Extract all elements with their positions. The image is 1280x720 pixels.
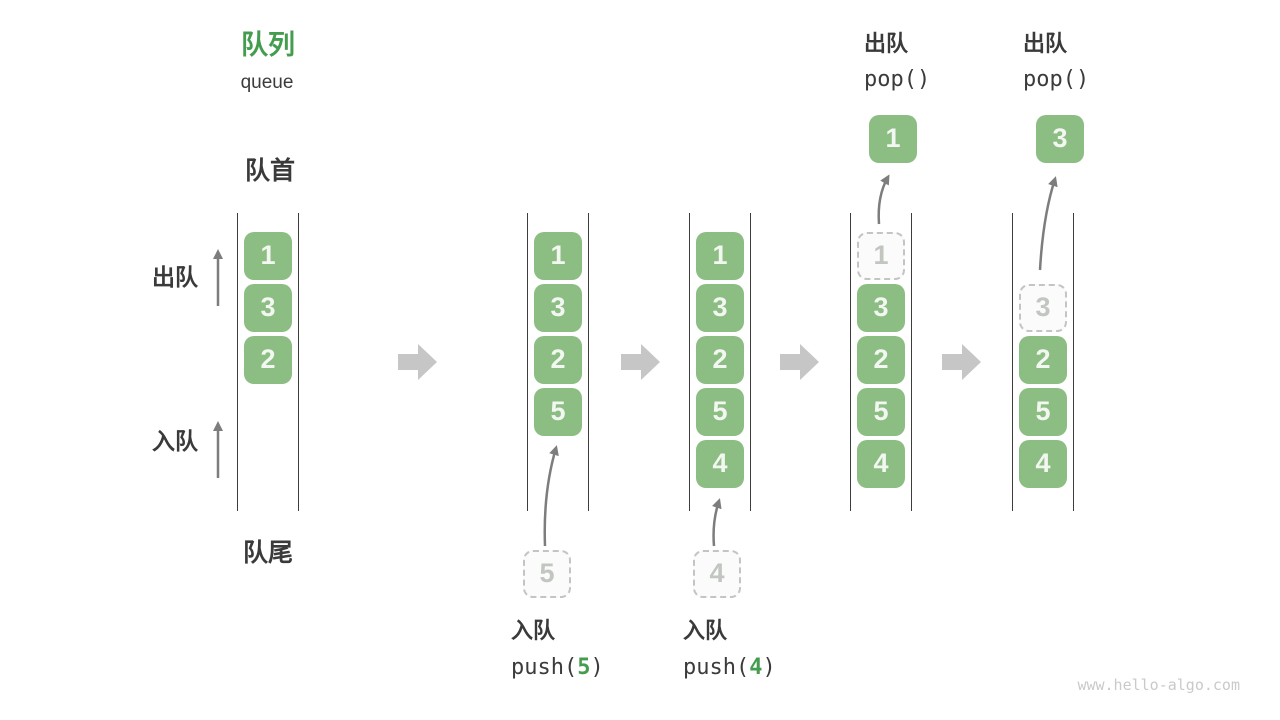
pop2-code: pop(): [1023, 67, 1090, 92]
label-queue-rear: 队尾: [242, 539, 294, 567]
pop2-label-zh: 出队: [1023, 31, 1068, 56]
queue-cell: 4: [857, 440, 905, 488]
queue-cell: 4: [1019, 440, 1067, 488]
popped-value-box: 3: [1036, 115, 1084, 163]
push4-code-pre: push(: [683, 655, 750, 680]
label-enqueue-side: 入队: [152, 428, 198, 454]
queue-state-5: [1012, 213, 1074, 511]
queue-cell: 5: [534, 388, 582, 436]
queue-cell: 1: [696, 232, 744, 280]
queue-cell: 2: [857, 336, 905, 384]
incoming-value-box: 5: [523, 550, 571, 598]
title-en: queue: [240, 72, 294, 93]
queue-cell: 2: [244, 336, 292, 384]
transition-arrow-4: [942, 344, 981, 380]
push5-code: push(5): [511, 655, 604, 680]
queue-cell: 4: [696, 440, 744, 488]
title-zh: 队列: [241, 30, 295, 60]
queue-cell: 3: [534, 284, 582, 332]
push5-code-pre: push(: [511, 655, 578, 680]
pop1-label-zh: 出队: [864, 31, 909, 56]
incoming-value-box: 4: [693, 550, 741, 598]
queue-state-3: [689, 213, 751, 511]
queue-state-4: [850, 213, 912, 511]
ghost-cell: 3: [1019, 284, 1067, 332]
queue-cell: 1: [244, 232, 292, 280]
watermark: www.hello-algo.com: [1077, 676, 1240, 694]
queue-cell: 2: [1019, 336, 1067, 384]
push4-code-post: ): [762, 655, 776, 680]
push4-label-zh: 入队: [683, 618, 728, 643]
queue-cell: 2: [696, 336, 744, 384]
transition-arrow-2: [621, 344, 660, 380]
push5-label-zh: 入队: [511, 618, 556, 643]
transition-arrow-1: [398, 344, 437, 380]
queue-state-1: [237, 213, 299, 511]
push4-code-arg: 4: [749, 655, 763, 680]
label-dequeue-side: 出队: [152, 264, 198, 290]
queue-cell: 5: [1019, 388, 1067, 436]
push4-code: push(4): [683, 655, 776, 680]
queue-cell: 5: [696, 388, 744, 436]
queue-cell: 3: [244, 284, 292, 332]
queue-cell: 1: [534, 232, 582, 280]
queue-cell: 5: [857, 388, 905, 436]
push5-code-post: ): [590, 655, 604, 680]
queue-cell: 2: [534, 336, 582, 384]
pop1-code: pop(): [864, 67, 931, 92]
queue-cell: 3: [696, 284, 744, 332]
label-queue-front: 队首: [244, 157, 296, 185]
popped-value-box: 1: [869, 115, 917, 163]
transition-arrow-3: [780, 344, 819, 380]
queue-cell: 3: [857, 284, 905, 332]
push5-code-arg: 5: [577, 655, 591, 680]
queue-state-2: [527, 213, 589, 511]
ghost-cell: 1: [857, 232, 905, 280]
